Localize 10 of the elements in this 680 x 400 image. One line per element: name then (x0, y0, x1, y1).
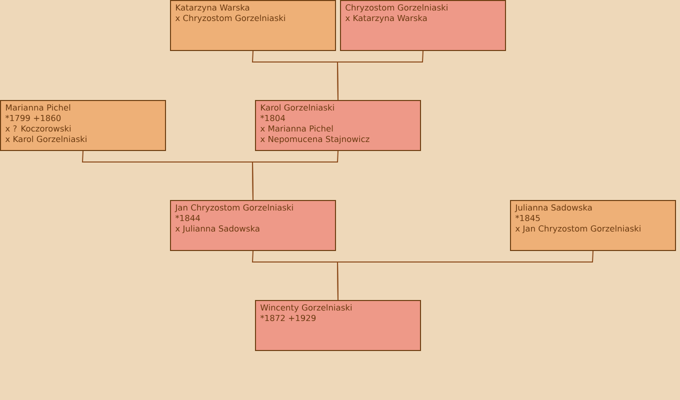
person-box: Wincenty Gorzelniaski *1872 +1929 (255, 300, 421, 351)
person-box: Chryzostom Gorzelniaski x Katarzyna Warska (340, 0, 506, 51)
person-box: Jan Chryzostom Gorzelniaski *1844 x Julianna Sadowska (170, 200, 336, 251)
person-box: Marianna Pichel *1799 +1860 x ? Koczorowski x Karol Gorzelniaski (0, 100, 166, 151)
person-box: Julianna Sadowska *1845 x Jan Chryzostom Gorzelniaski (510, 200, 676, 251)
connector-line (252, 150, 338, 200)
connector-line (337, 50, 424, 100)
person-box: Katarzyna Warska x Chryzostom Gorzelniaski (170, 0, 336, 51)
connector-line (337, 250, 594, 300)
person-box: Karol Gorzelniaski *1804 x Marianna Pichel x Nepomucena Stajnowicz (255, 100, 421, 151)
